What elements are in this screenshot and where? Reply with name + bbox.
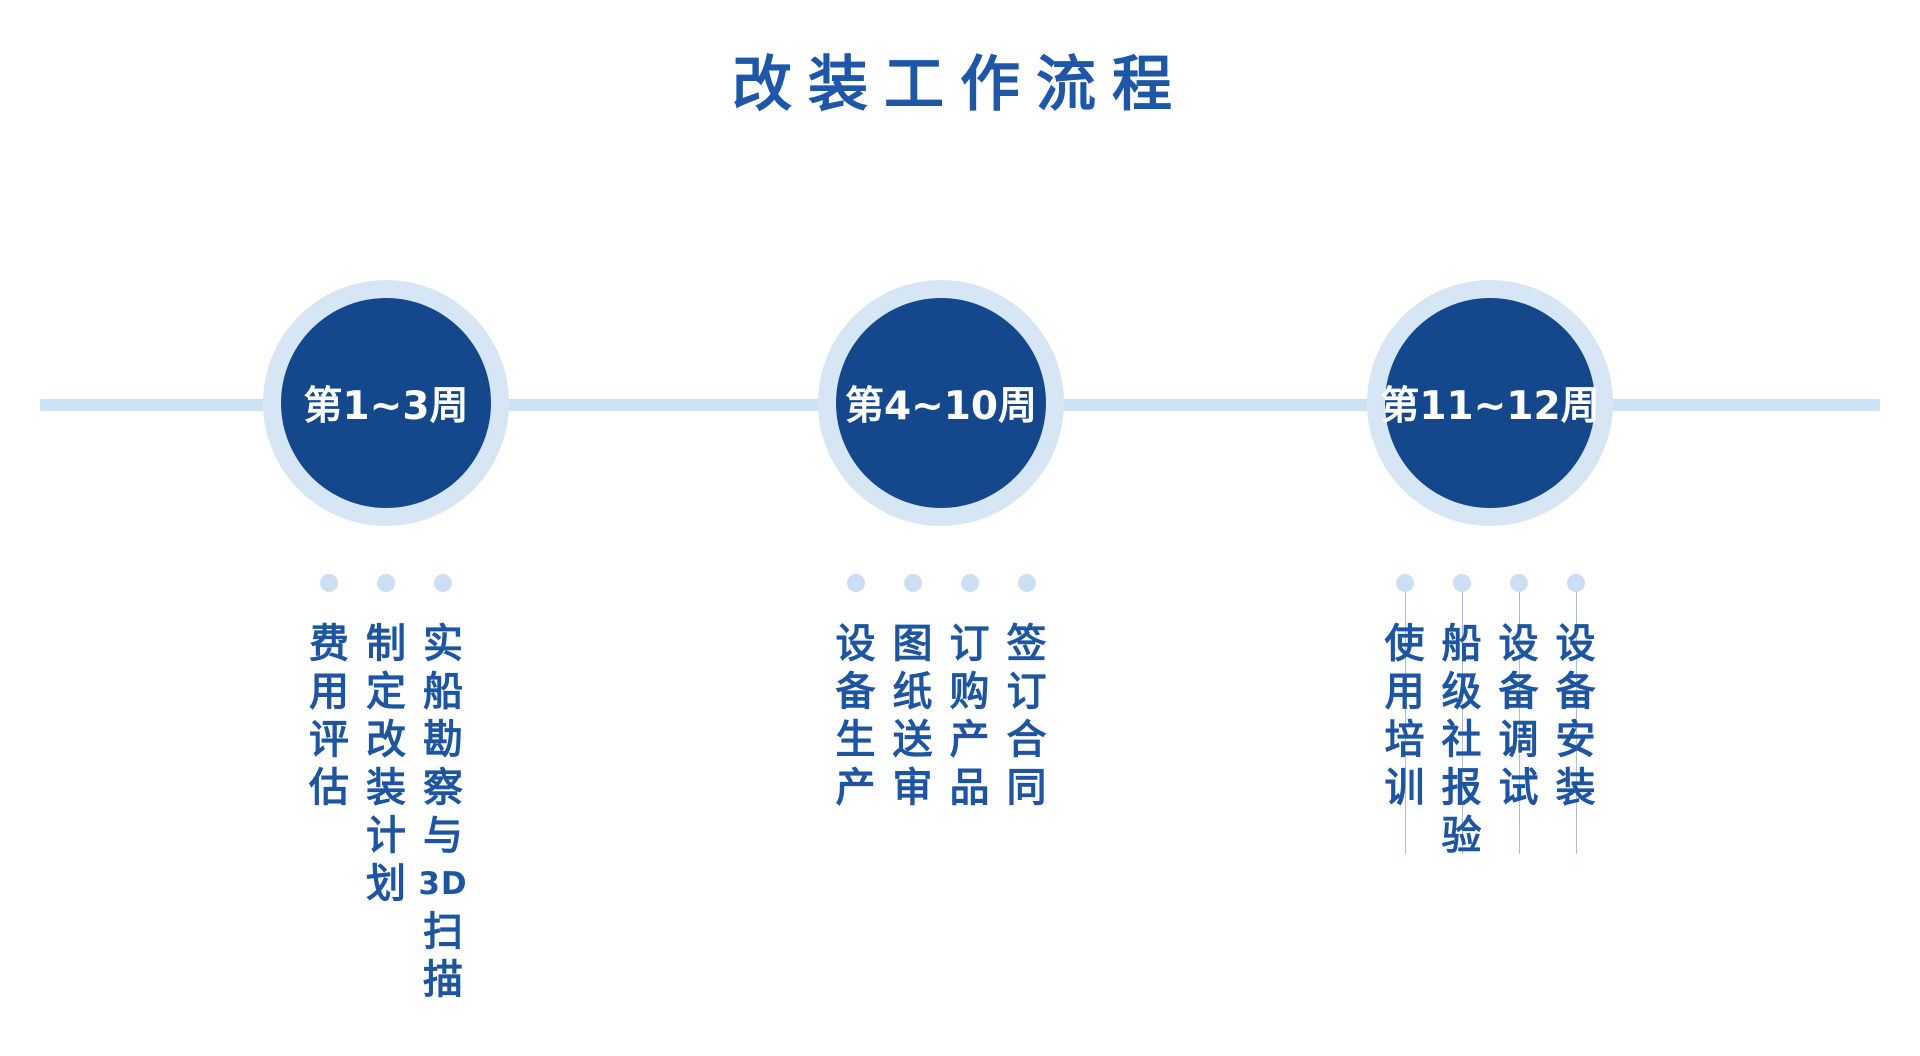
task-dot-icon [960,574,979,592]
page-title: 改装工作流程 [732,50,1188,120]
task-leader-line [1575,583,1577,854]
task-char: 送 [892,717,933,763]
task-leader-line [1404,583,1406,854]
task-dot-icon [320,574,338,592]
task-column: 制定改装计划 [358,574,415,1004]
task-char: 实 [423,621,463,667]
stage-group: 第4~10周签订合同订购产品图纸送审设备生产 [771,280,1111,1040]
task-leader-line [1461,583,1463,854]
task-char: 船 [1441,621,1482,667]
task-char: 产 [949,717,990,763]
task-char: 设 [835,621,876,667]
stage-group: 第11~12周设备安装设备调试船级社报验使用培训 [1320,280,1660,1040]
task-column: 设备生产 [827,574,884,812]
task-column: 费用评估 [301,574,358,1004]
stage-circle-ring: 第4~10周 [818,280,1064,526]
task-column: 设备安装 [1547,574,1604,860]
task-char: 装 [1555,765,1596,811]
task-char: 试 [1498,765,1539,811]
stage-week-label: 第11~12周 [1380,384,1600,429]
task-dot-icon [1452,574,1471,592]
task-char: 评 [309,717,349,763]
stage-circle: 第11~12周 [1380,298,1600,508]
task-char: 调 [1498,717,1539,763]
task-char: 验 [1441,813,1482,859]
task-char: 订 [1006,669,1047,715]
task-dot-icon [1017,574,1036,592]
task-dot-icon [1395,574,1414,592]
task-char: 船 [423,669,463,715]
tasks-row: 设备安装设备调试船级社报验使用培训 [1320,574,1660,860]
task-dot-icon [377,574,395,592]
task-char: 纸 [892,669,933,715]
task-char: 定 [366,669,406,715]
task-char: 备 [1555,669,1596,715]
task-char: 设 [1498,621,1539,667]
task-char: 安 [1555,717,1596,763]
task-char: 费 [309,621,349,667]
task-char: 扫 [423,909,463,955]
task-dot-icon [1509,574,1528,592]
task-char: 备 [835,669,876,715]
task-char: 装 [366,765,406,811]
task-char: 设 [1555,621,1596,667]
task-column: 使用培训 [1376,574,1433,860]
task-char: 品 [949,765,990,811]
task-column: 实船勘察与 3D 扫描 [415,574,472,1004]
task-char: 划 [366,861,406,907]
tasks-row: 签订合同订购产品图纸送审设备生产 [771,574,1111,812]
task-char: 订 [949,621,990,667]
task-char: 训 [1384,765,1425,811]
task-char: 用 [309,669,349,715]
task-char: 审 [892,765,933,811]
task-char: 与 [423,813,463,859]
task-column: 图纸送审 [884,574,941,812]
stage-circle-ring: 第11~12周 [1367,280,1613,526]
task-char: 生 [835,717,876,763]
task-char: 图 [892,621,933,667]
task-char: 级 [1441,669,1482,715]
task-char: 用 [1384,669,1425,715]
task-dot-icon [846,574,865,592]
task-char: 勘 [423,717,463,763]
task-char: 察 [423,765,463,811]
stage-circle-ring: 第1~3周 [263,280,509,526]
task-char: 制 [366,621,406,667]
task-char: 估 [309,765,349,811]
task-char: 签 [1006,621,1047,667]
task-char: 计 [366,813,406,859]
stage-week-label: 第4~10周 [844,384,1038,429]
task-dot-icon [1566,574,1585,592]
task-char: 改 [366,717,406,763]
task-char: 报 [1441,765,1482,811]
task-char: 备 [1498,669,1539,715]
task-column: 签订合同 [998,574,1055,812]
stage-week-label: 第1~3周 [303,384,469,429]
task-char: 合 [1006,717,1047,763]
task-char: 使 [1384,621,1425,667]
task-char: 产 [835,765,876,811]
task-dot-icon [903,574,922,592]
task-column: 船级社报验 [1433,574,1490,860]
task-char: 3D [418,865,468,902]
task-char: 培 [1384,717,1425,763]
task-leader-line [1518,583,1520,854]
task-char: 购 [949,669,990,715]
task-char: 同 [1006,765,1047,811]
task-column: 设备调试 [1490,574,1547,860]
stage-circle: 第1~3周 [281,298,491,508]
stage-circle: 第4~10周 [836,298,1046,508]
task-column: 订购产品 [941,574,998,812]
task-char: 社 [1441,717,1482,763]
task-char: 描 [423,957,463,1003]
task-dot-icon [434,574,452,592]
